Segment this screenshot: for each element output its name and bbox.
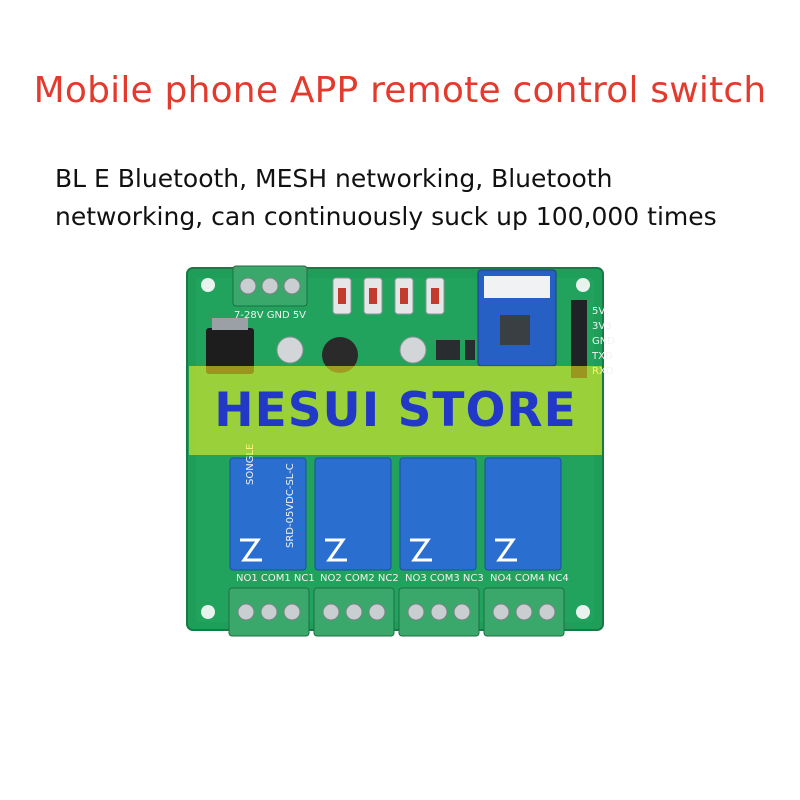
relays bbox=[229, 457, 562, 571]
watermark: HESUI STORE bbox=[214, 383, 577, 438]
output-terminal-1 bbox=[228, 587, 310, 637]
output-terminal-3 bbox=[398, 587, 480, 637]
output-terminal-2 bbox=[313, 587, 395, 637]
headline: Mobile phone APP remote control switch bbox=[33, 70, 767, 111]
inductor-icon bbox=[322, 337, 358, 373]
output-label-2: NO2 COM2 NC2 bbox=[320, 573, 399, 584]
relay-4 bbox=[484, 457, 562, 571]
description: BL E Bluetooth, MESH networking, Bluetoo… bbox=[55, 160, 785, 236]
capacitor-icon bbox=[399, 336, 427, 364]
relay-1 bbox=[229, 457, 307, 571]
pin-header bbox=[571, 300, 587, 378]
output-terminal-4 bbox=[483, 587, 565, 637]
description-line-2: networking, can continuously suck up 100… bbox=[55, 202, 717, 231]
capacitor-icon bbox=[276, 336, 304, 364]
watermark-band bbox=[189, 366, 602, 455]
power-terminal-label: 7-28V GND 5V bbox=[234, 310, 307, 321]
relay-model-label: SRD-05VDC-SL-C bbox=[285, 463, 296, 548]
bluetooth-module bbox=[477, 269, 557, 367]
tact-buttons bbox=[332, 277, 445, 315]
relay-3 bbox=[399, 457, 477, 571]
description-line-1: BL E Bluetooth, MESH networking, Bluetoo… bbox=[55, 164, 613, 193]
output-label-4: NO4 COM4 NC4 bbox=[490, 573, 569, 584]
pin-label-rxd: RXD bbox=[592, 366, 614, 377]
mount-hole-icon bbox=[201, 605, 215, 619]
mount-hole-icon bbox=[576, 605, 590, 619]
pin-label-gnd: GND bbox=[592, 336, 615, 347]
output-label-3: NO3 COM3 NC3 bbox=[405, 573, 484, 584]
pin-label-txd: TXD bbox=[592, 351, 613, 362]
pin-label-5v: 5V bbox=[592, 306, 606, 317]
mount-hole-icon bbox=[576, 278, 590, 292]
relay-2 bbox=[314, 457, 392, 571]
output-label-1: NO1 COM1 NC1 bbox=[236, 573, 315, 584]
output-terminals bbox=[228, 587, 565, 637]
voltage-regulator bbox=[206, 328, 254, 374]
mount-hole-icon bbox=[201, 278, 215, 292]
pin-label-3v3: 3V3 bbox=[592, 321, 612, 332]
power-terminal bbox=[232, 265, 308, 307]
